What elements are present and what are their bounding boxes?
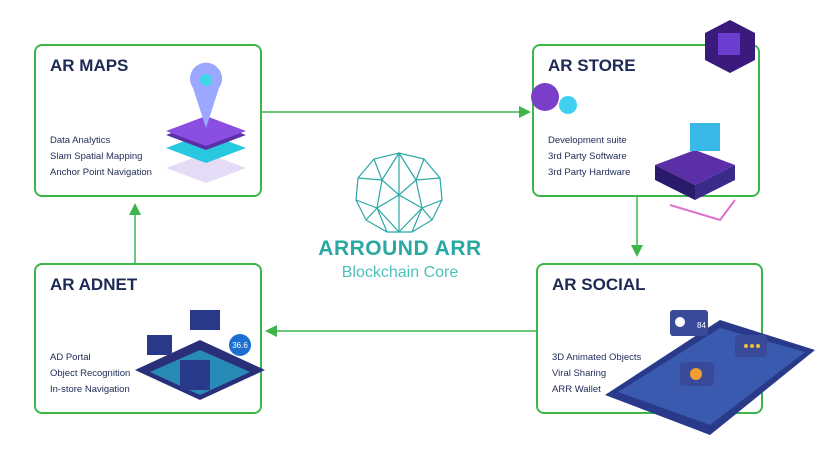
likes-count: 84 [697, 321, 706, 330]
list-item: AD Portal [50, 352, 91, 363]
map-pin-platform-illustration [166, 62, 246, 183]
social-phone-illustration: 84 [605, 310, 815, 435]
list-item: Anchor Point Navigation [50, 167, 152, 178]
node-title: AR ADNET [50, 275, 138, 294]
geodesic-sphere-logo [355, 152, 443, 233]
list-item: Development suite [548, 135, 627, 146]
logo-title: ARROUND ARR [318, 237, 482, 260]
list-item: Slam Spatial Mapping [50, 151, 143, 162]
node-title: AR SOCIAL [552, 275, 646, 294]
list-item: In-store Navigation [50, 384, 130, 395]
list-item: Object Recognition [50, 368, 131, 379]
temperature-badge: 36.6 [232, 341, 248, 350]
list-item: Viral Sharing [552, 368, 607, 379]
logo-subtitle: Blockchain Core [341, 264, 459, 281]
list-item: ARR Wallet [552, 384, 601, 395]
list-item: 3D Animated Objects [552, 352, 642, 363]
list-item: Data Analytics [50, 135, 111, 146]
store-cubes-illustration [531, 20, 755, 222]
list-item: 3rd Party Software [548, 151, 627, 162]
adnet-platforms-illustration: 36.6 [135, 310, 265, 400]
list-item: 3rd Party Hardware [548, 167, 631, 178]
node-title: AR MAPS [50, 56, 129, 75]
node-title: AR STORE [548, 56, 636, 75]
